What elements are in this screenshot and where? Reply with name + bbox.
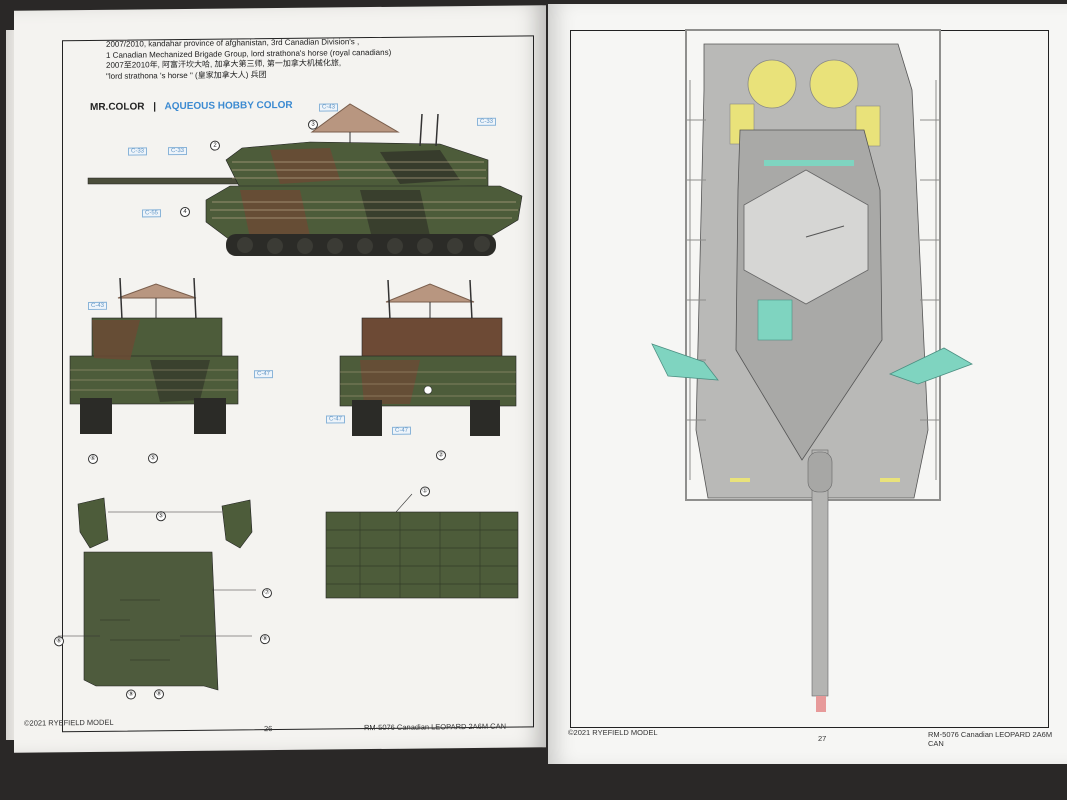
- front-view-tank-illustration: [69, 277, 239, 434]
- footer-page-number: 27: [818, 734, 827, 743]
- footer-model-name: RM-5076 Canadian LEOPARD 2A6M CAN: [928, 730, 1053, 748]
- footer-copyright: ©2021 RYEFIELD MODEL: [568, 728, 658, 737]
- rear-deck-plate: [58, 551, 256, 691]
- side-view-tank-illustration: [87, 103, 523, 256]
- rear-view-tank-illustration: [339, 279, 517, 436]
- top-view-tank-illustration: [651, 29, 973, 712]
- side-skirt-parts: [77, 497, 253, 549]
- slat-armour-panel: [325, 493, 519, 599]
